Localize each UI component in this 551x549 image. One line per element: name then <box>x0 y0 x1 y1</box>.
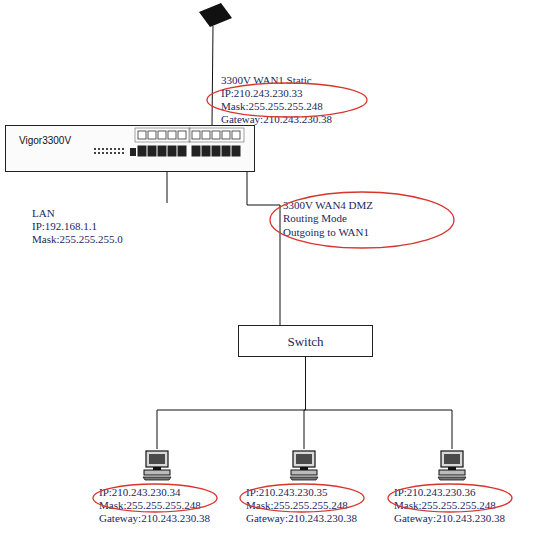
port-led <box>232 131 240 139</box>
node-label: Switch <box>287 335 323 348</box>
ethernet-port <box>178 146 186 156</box>
wan1-wire <box>212 26 213 125</box>
network-link <box>157 357 306 449</box>
vent-dot <box>114 152 116 154</box>
pc-icon <box>289 449 321 483</box>
ethernet-port <box>158 146 166 156</box>
keyboard <box>143 477 171 480</box>
config-label: 3300V WAN4 DMZ <box>283 199 373 212</box>
ethernet-port <box>138 146 146 156</box>
port-led <box>168 131 176 139</box>
vent-dot <box>94 152 96 154</box>
monitor <box>146 451 168 467</box>
vent-dot <box>98 152 100 154</box>
config-text: IP:210.243.230.34 <box>99 486 210 499</box>
config-label: Mask:255.255.255.248 <box>221 100 323 113</box>
highlight-ellipse <box>240 484 364 512</box>
port-led <box>202 131 210 139</box>
vent-dot <box>94 148 96 150</box>
ethernet-port <box>232 146 240 156</box>
pc-node: IP:210.243.230.35Mask:255.255.255.248Gat… <box>244 449 384 531</box>
router-ports <box>6 126 254 171</box>
config-text: Mask:255.255.255.248 <box>99 499 210 512</box>
pc-node: IP:210.243.230.34Mask:255.255.255.248Gat… <box>97 449 237 531</box>
port-frame <box>189 128 244 142</box>
vent-dot <box>102 148 104 150</box>
vent-dot <box>118 148 120 150</box>
highlight-ellipse <box>207 83 367 117</box>
vent-dot <box>106 148 108 150</box>
config-label: LAN <box>32 207 55 220</box>
pc-config: IP:210.243.230.34Mask:255.255.255.248Gat… <box>99 486 210 525</box>
vent-dot <box>122 152 124 154</box>
config-label: Mask:255.255.255.0 <box>32 233 123 246</box>
port-led <box>222 131 230 139</box>
ethernet-port <box>202 146 210 156</box>
pc-case <box>439 470 465 475</box>
network-link <box>306 357 453 449</box>
config-label: IP:210.243.230.33 <box>221 87 303 100</box>
pc-icon <box>437 449 469 483</box>
port-led <box>178 131 186 139</box>
config-label: 3300V WAN1 Static <box>221 74 312 87</box>
switch-box: Switch <box>238 325 373 357</box>
vent-dot <box>110 152 112 154</box>
config-text: IP:210.243.230.36 <box>394 486 505 499</box>
vent-dot <box>106 152 108 154</box>
screen <box>296 454 312 464</box>
node-label: Vigor3300V <box>19 134 71 147</box>
vent-dot <box>102 152 104 154</box>
pc-case <box>144 470 170 475</box>
config-text: Mask:255.255.255.248 <box>394 499 505 512</box>
pc-icon <box>142 449 174 483</box>
monitor <box>293 451 315 467</box>
pc-config: IP:210.243.230.35Mask:255.255.255.248Gat… <box>246 486 357 525</box>
lan-wire <box>167 172 168 203</box>
ethernet-port <box>212 146 220 156</box>
console-port <box>130 148 136 156</box>
vent-dot <box>98 148 100 150</box>
highlight-ellipse <box>270 192 454 248</box>
keyboard <box>438 477 466 480</box>
config-label: Routing Mode <box>283 212 347 225</box>
keyboard <box>290 477 318 480</box>
port-frame <box>135 128 190 142</box>
vent-dot <box>114 148 116 150</box>
ethernet-port <box>222 146 230 156</box>
network-link <box>247 172 280 325</box>
pc-case <box>291 470 317 475</box>
config-label: Gateway:210.243.230.38 <box>221 113 332 126</box>
config-label: Outgoing to WAN1 <box>283 226 369 239</box>
pc-config: IP:210.243.230.36Mask:255.255.255.248Gat… <box>394 486 505 525</box>
screen <box>444 454 460 464</box>
internet-device <box>199 3 232 27</box>
vent-dot <box>118 152 120 154</box>
config-text: IP:210.243.230.35 <box>246 486 357 499</box>
router-box: Vigor3300V <box>5 125 255 172</box>
port-led <box>138 131 146 139</box>
config-text: Gateway:210.243.230.38 <box>246 512 357 525</box>
port-led <box>192 131 200 139</box>
screen <box>149 454 165 464</box>
ethernet-port <box>192 146 200 156</box>
vent-dot <box>110 148 112 150</box>
config-text: Gateway:210.243.230.38 <box>394 512 505 525</box>
highlight-ellipse <box>388 484 512 512</box>
config-text: Mask:255.255.255.248 <box>246 499 357 512</box>
config-text: Gateway:210.243.230.38 <box>99 512 210 525</box>
config-label: IP:192.168.1.1 <box>32 220 97 233</box>
pc-node: IP:210.243.230.36Mask:255.255.255.248Gat… <box>392 449 532 531</box>
port-led <box>148 131 156 139</box>
ethernet-port <box>168 146 176 156</box>
port-led <box>158 131 166 139</box>
port-led <box>212 131 220 139</box>
vent-dot <box>122 148 124 150</box>
monitor <box>441 451 463 467</box>
ethernet-port <box>148 146 156 156</box>
highlight-ellipse <box>93 484 217 512</box>
